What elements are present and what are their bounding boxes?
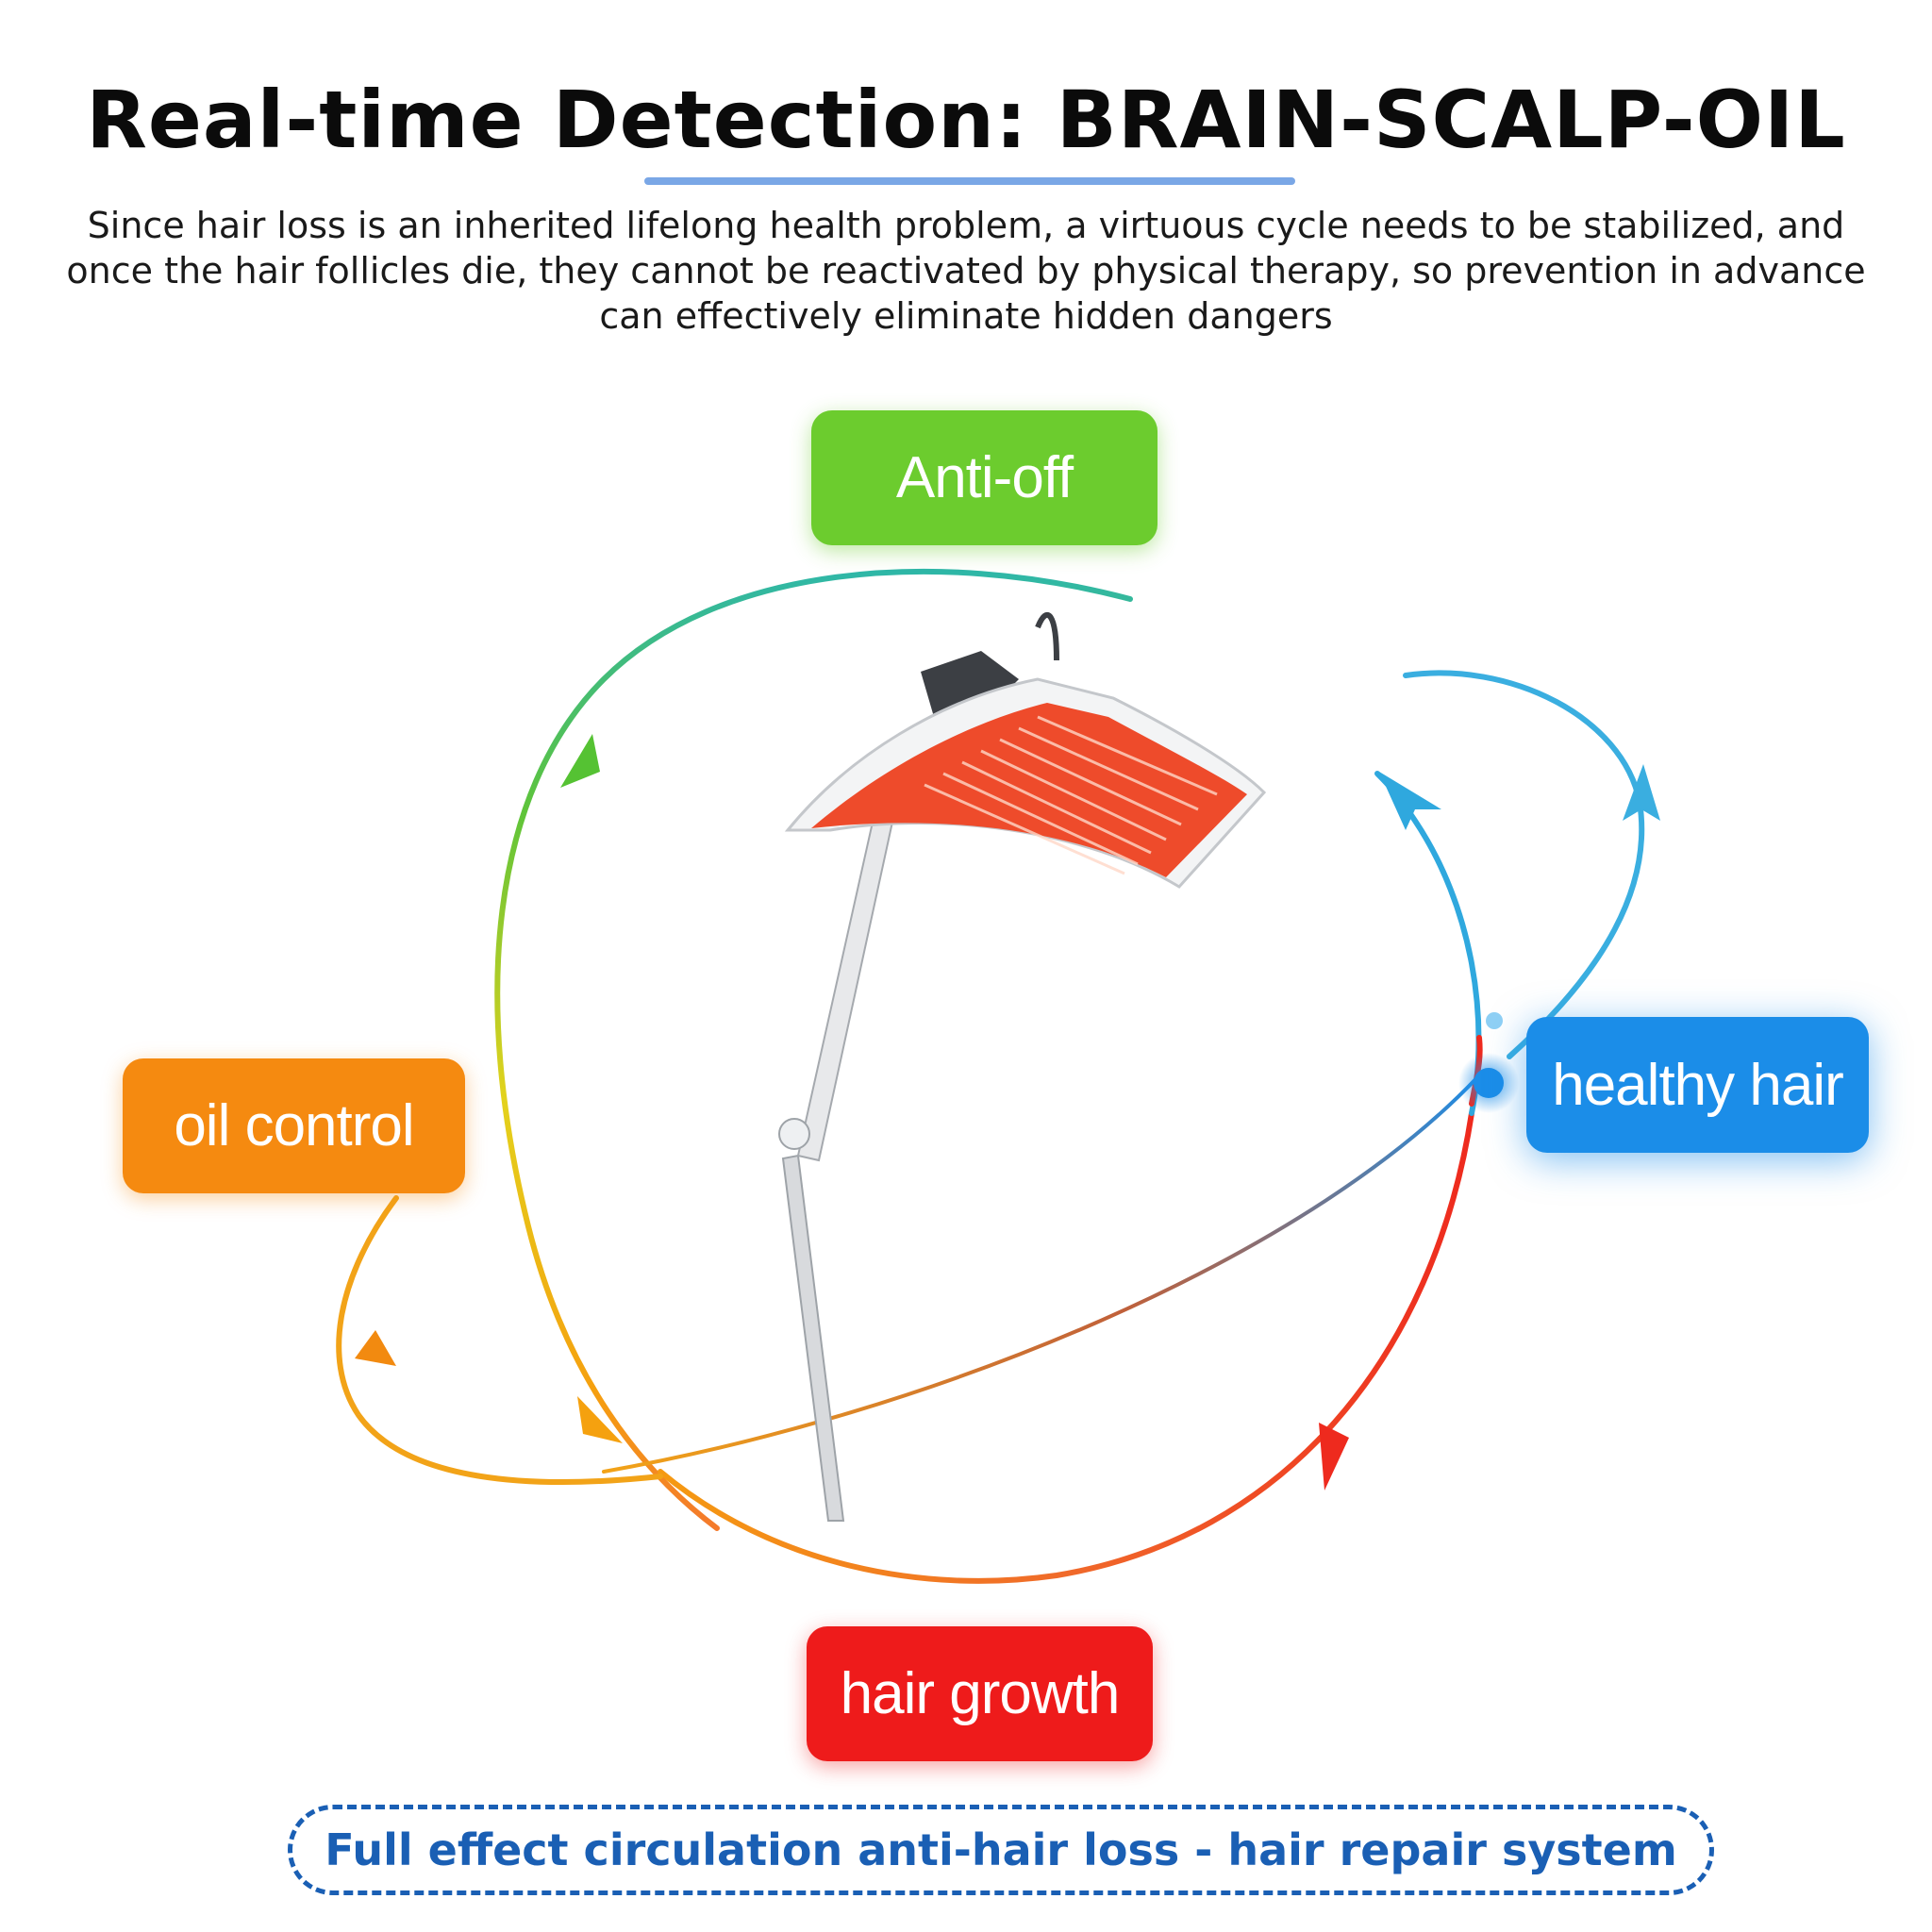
- footer-text: Full effect circulation anti-hair loss -…: [325, 1824, 1677, 1875]
- arc-left: [494, 568, 1133, 1531]
- badge-healthy-hair: healthy hair: [1526, 1017, 1869, 1153]
- arrowhead-blue-outer: [1623, 764, 1660, 821]
- node-drop: [1486, 1012, 1503, 1029]
- footer-banner: Full effect circulation anti-hair loss -…: [288, 1805, 1714, 1895]
- arrowhead-orange-outer: [355, 1330, 396, 1366]
- arc-bottom: [658, 1110, 1474, 1584]
- node-dot: [1474, 1068, 1504, 1098]
- arc-diagonal: [602, 1074, 1481, 1474]
- title-underline: [644, 177, 1295, 185]
- arrowhead-blue-upper: [1379, 772, 1441, 830]
- arrowhead-green: [560, 734, 600, 788]
- page-title: Real-time Detection: BRAIN-SCALP-OIL: [86, 74, 1846, 166]
- red-light-therapy-lamp-icon: [778, 612, 1267, 1522]
- badge-oil-control: oil control: [123, 1058, 465, 1193]
- arrowhead-orange-inner: [577, 1396, 623, 1443]
- arc-right: [1374, 771, 1482, 1116]
- page-subtitle: Since hair loss is an inherited lifelong…: [66, 205, 1866, 337]
- arc-outer-orange: [336, 1195, 663, 1486]
- badge-hair-growth: hair growth: [807, 1626, 1153, 1761]
- arrowhead-red: [1319, 1423, 1349, 1491]
- badge-anti-off: Anti-off: [811, 410, 1158, 545]
